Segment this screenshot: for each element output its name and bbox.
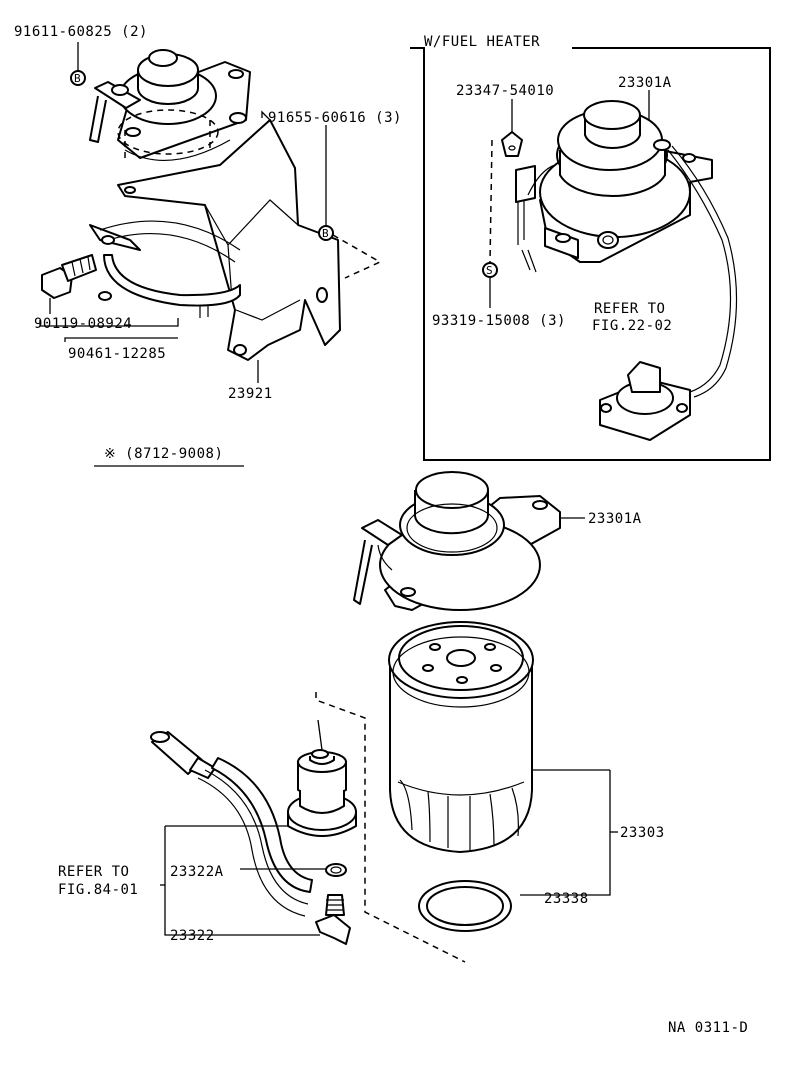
filter-head-23301a: 23301A bbox=[353, 471, 642, 611]
label-23921: 23921 bbox=[228, 386, 273, 402]
label-23347-54010: 23347-54010 bbox=[456, 83, 554, 99]
refer-fig22-line2: FIG.22-02 bbox=[592, 318, 672, 334]
label-91611-60825: 91611-60825 (2) bbox=[14, 24, 148, 40]
label-23338: 23338 bbox=[544, 891, 589, 907]
label-23301a-top: 23301A bbox=[618, 75, 672, 91]
bracket-assembly: B B 91611-60825 (2) 91655-60616 (3) 9011… bbox=[14, 24, 402, 402]
screw-mark-s: S bbox=[482, 262, 498, 278]
date-range-note: ※ (8712-9008) bbox=[104, 446, 223, 462]
footer-code: NA 0311-D bbox=[668, 1020, 748, 1036]
label-23322a: 23322A bbox=[170, 864, 224, 880]
clip-23347 bbox=[501, 131, 523, 157]
filter-cartridge-23303: 23303 bbox=[388, 621, 665, 896]
water-sensor-assembly: 23322A 23322 REFER TO FIG.84-01 bbox=[58, 719, 357, 945]
svg-text:B: B bbox=[74, 72, 81, 85]
label-23322: 23322 bbox=[170, 928, 215, 944]
refer-fig84-line2: FIG.84-01 bbox=[58, 882, 138, 898]
label-90119-08924: 90119-08924 bbox=[34, 316, 132, 332]
refer-fig84-line1: REFER TO bbox=[58, 864, 129, 880]
heater-title: W/FUEL HEATER bbox=[424, 34, 540, 50]
label-93319-15008: 93319-15008 (3) bbox=[432, 313, 566, 329]
svg-text:B: B bbox=[322, 227, 329, 240]
o-ring-23338: 23338 bbox=[418, 880, 589, 932]
refer-fig22-line1: REFER TO bbox=[594, 301, 665, 317]
heater-connector bbox=[599, 361, 691, 441]
fuel-heater-inset: W/FUEL HEATER bbox=[410, 34, 771, 461]
label-23301a-mid: 23301A bbox=[588, 511, 642, 527]
mark-b-top: B bbox=[70, 70, 86, 86]
label-91655-60616: 91655-60616 (3) bbox=[268, 110, 402, 126]
heater-filter-head bbox=[515, 100, 713, 273]
label-23303: 23303 bbox=[620, 825, 665, 841]
mark-b-right: B bbox=[318, 225, 334, 241]
svg-text:S: S bbox=[486, 264, 493, 277]
label-90461-12285: 90461-12285 bbox=[68, 346, 166, 362]
bolt-90119 bbox=[41, 254, 97, 299]
